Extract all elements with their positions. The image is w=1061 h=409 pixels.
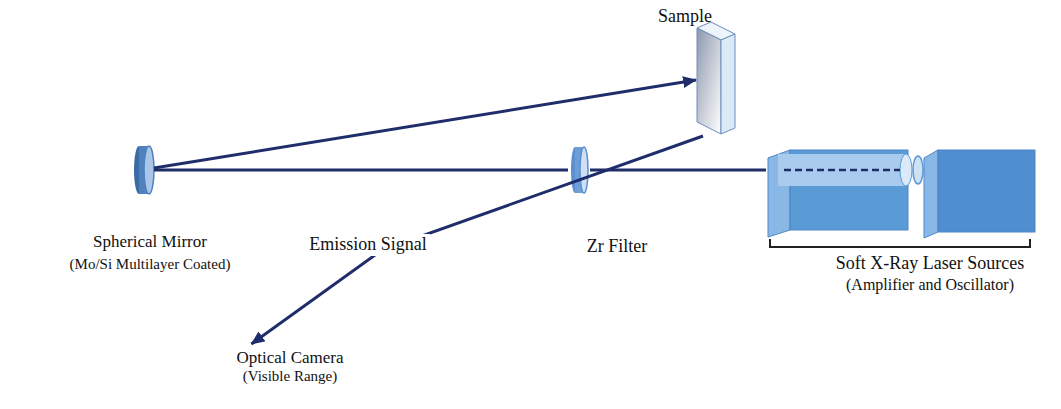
beam-line [154, 169, 568, 172]
filter-node: Zr Filter [568, 146, 590, 196]
zr-filter [571, 147, 588, 193]
sample-side [721, 34, 735, 134]
mirror-node: Spherical Mirror(Mo/Si Multilayer Coated… [132, 143, 154, 199]
laser-oscillator [924, 150, 1035, 238]
sample-plate [697, 22, 735, 134]
oscillator-side [924, 150, 938, 238]
part-label: Zr Filter [587, 236, 648, 257]
part-label: Spherical Mirror [93, 232, 207, 252]
amplifier-tube-end [900, 154, 912, 186]
beam-line [590, 169, 766, 172]
part-sublabel: (Amplifier and Oscillator) [846, 276, 1014, 294]
part-sublabel: (Mo/Si Multilayer Coated) [70, 256, 231, 273]
oscillator-front [938, 150, 1035, 232]
filter-face [580, 147, 588, 193]
part-label: Soft X-Ray Laser Sources [836, 253, 1024, 274]
group-bracket [770, 239, 1030, 247]
coupling-lens [913, 156, 923, 184]
amplifier-tube [778, 154, 906, 186]
laser-amplifier [768, 150, 912, 237]
amplifier-beam [784, 169, 900, 172]
camera-node: Optical Camera(Visible Range) [232, 344, 347, 387]
signal-label: Emission Signal [306, 234, 430, 256]
part-sublabel: (Visible Range) [236, 368, 343, 385]
laser-node: Soft X-Ray Laser Sources(Amplifier and O… [766, 140, 1038, 236]
emission-arrow [251, 136, 703, 344]
mirror-face [144, 146, 154, 194]
part-label: Optical Camera [236, 348, 343, 368]
beam-line [154, 80, 696, 168]
sample-front [697, 28, 721, 134]
sample-node: Sample [696, 26, 736, 136]
spherical-mirror [134, 146, 154, 194]
part-label: Sample [658, 6, 712, 27]
